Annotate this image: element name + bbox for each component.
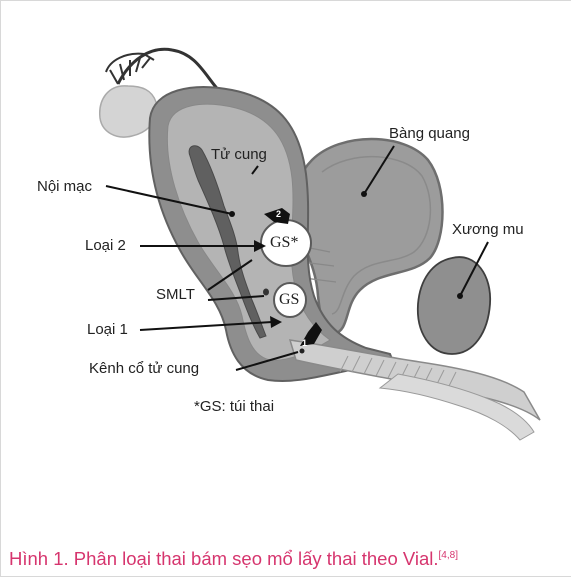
label-gs-star: GS*	[270, 234, 298, 252]
leader-dot	[457, 293, 463, 299]
label-kenh-co-tu-cung: Kênh cổ tử cung	[89, 360, 199, 378]
figure-caption: Hình 1. Phân loại thai bám sẹo mổ lấy th…	[9, 548, 458, 570]
badge-1: 1	[302, 334, 307, 352]
pubic-bone-shape	[418, 257, 490, 354]
label-loai-1: Loại 1	[87, 321, 128, 339]
label-smlt: SMLT	[156, 286, 195, 304]
ovary-shape	[100, 86, 157, 137]
label-tu-cung: Tử cung	[211, 146, 267, 164]
label-bang-quang: Bàng quang	[389, 125, 470, 143]
caption-refs: [4,8]	[439, 550, 458, 561]
label-xuong-mu: Xương mu	[452, 221, 524, 239]
badge-2: 2	[276, 205, 281, 223]
caption-text: Hình 1. Phân loại thai bám sẹo mổ lấy th…	[9, 548, 439, 569]
label-gs-note: *GS: túi thai	[194, 398, 274, 416]
label-loai-2: Loại 2	[85, 237, 126, 255]
fimbriae	[110, 58, 150, 84]
label-gs: GS	[279, 291, 299, 309]
label-noi-mac: Nội mạc	[37, 178, 92, 196]
leader-dot	[229, 211, 235, 217]
leader-dot	[361, 191, 367, 197]
implant-spot	[263, 289, 269, 296]
